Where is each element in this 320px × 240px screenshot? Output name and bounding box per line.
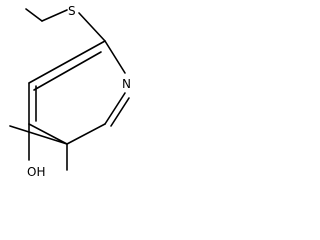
bond-c3-c2 xyxy=(28,40,106,84)
bond-c6-c5 xyxy=(66,123,106,145)
nitrogen-atom-label: N xyxy=(122,77,131,91)
bond-c5-c4 xyxy=(28,123,68,145)
bond-ethyl-ch3-ch2 xyxy=(25,8,43,22)
bond-c6-c5-double-inner xyxy=(110,97,130,127)
bond-c2-n1 xyxy=(104,40,126,74)
hydroxyl-group-label: OH xyxy=(27,165,45,179)
bond-sulfur-c2 xyxy=(78,12,106,42)
bond-chiral-carbon-methyl xyxy=(9,125,68,145)
sulfur-atom-label: S xyxy=(68,4,76,18)
bond-ch2-sulfur xyxy=(41,9,68,22)
bond-n1-c6 xyxy=(104,92,126,125)
molecule-structure-diagram: S N OH xyxy=(9,4,131,179)
bond-c3-c2-double-inner xyxy=(33,51,102,91)
